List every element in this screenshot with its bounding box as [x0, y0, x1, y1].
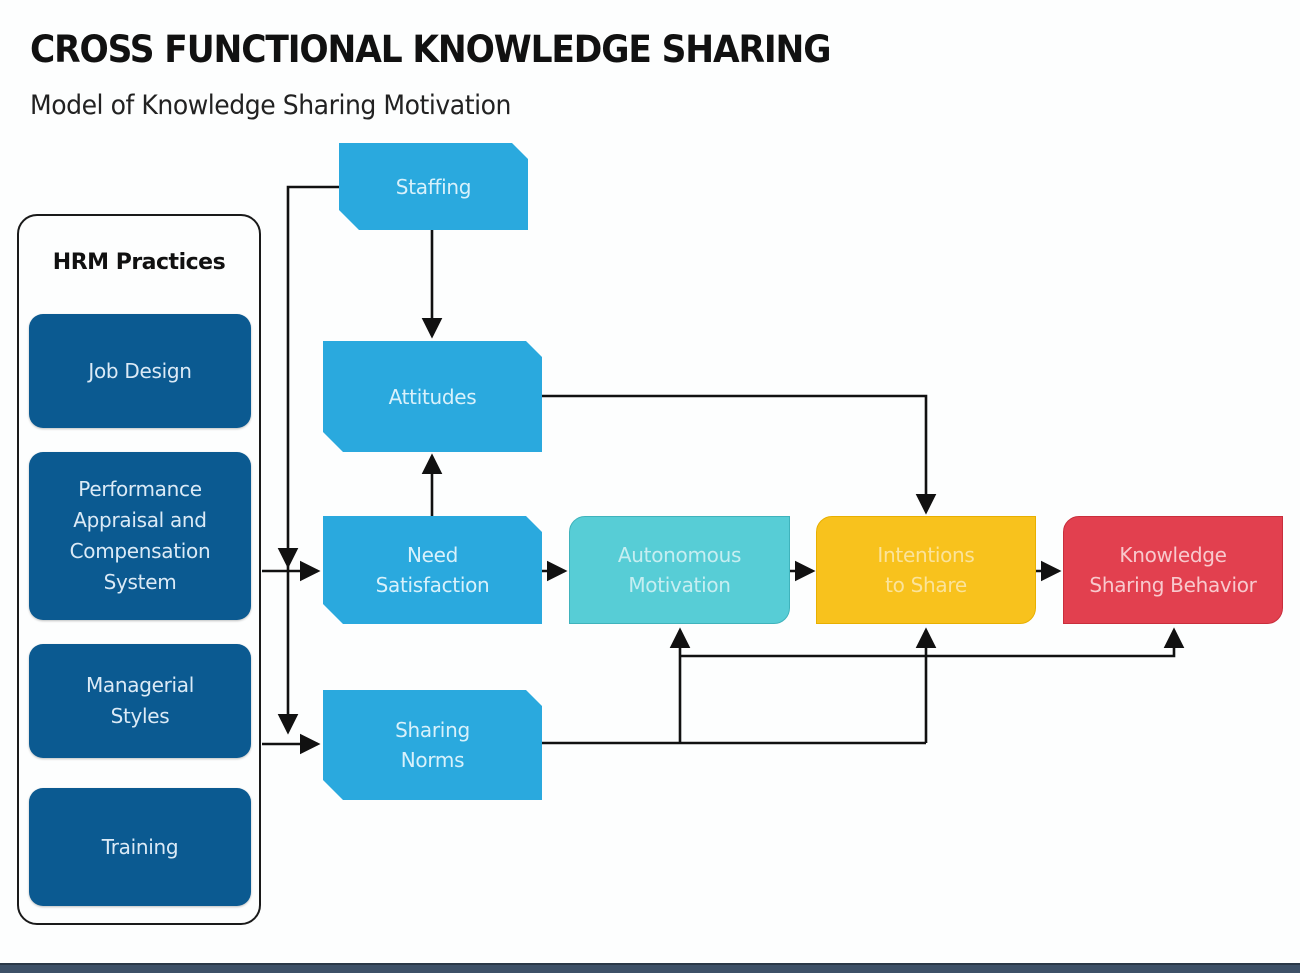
node-knowledge-sharing-behavior[interactable]: Knowledge Sharing Behavior	[1063, 516, 1283, 624]
node-intentions-to-share[interactable]: Intentions to Share	[816, 516, 1036, 624]
node-attitudes[interactable]: Attitudes	[323, 341, 542, 452]
bottom-bar	[0, 963, 1300, 973]
connector-norms-behavior	[680, 627, 1185, 658]
hrm-item-job-design[interactable]: Job Design	[29, 314, 251, 428]
connector-attitudes-intentions	[542, 394, 937, 515]
hrm-item-training[interactable]: Training	[29, 788, 251, 906]
page-title: CROSS FUNCTIONAL KNOWLEDGE SHARING	[30, 28, 831, 71]
node-need-satisfaction[interactable]: Need Satisfaction	[323, 516, 542, 624]
page-subtitle: Model of Knowledge Sharing Motivation	[30, 90, 511, 121]
hrm-practices-panel: HRM Practices Job Design Performance App…	[17, 214, 261, 925]
node-sharing-norms[interactable]: Sharing Norms	[323, 690, 542, 800]
hrm-item-performance-appraisal[interactable]: Performance Appraisal and Compensation S…	[29, 452, 251, 620]
connector-staffing-trunk	[277, 185, 340, 569]
hrm-item-managerial-styles[interactable]: Managerial Styles	[29, 644, 251, 758]
node-autonomous-motivation[interactable]: Autonomous Motivation	[569, 516, 790, 624]
hrm-practices-title: HRM Practices	[52, 250, 226, 275]
node-staffing[interactable]: Staffing	[339, 143, 528, 230]
